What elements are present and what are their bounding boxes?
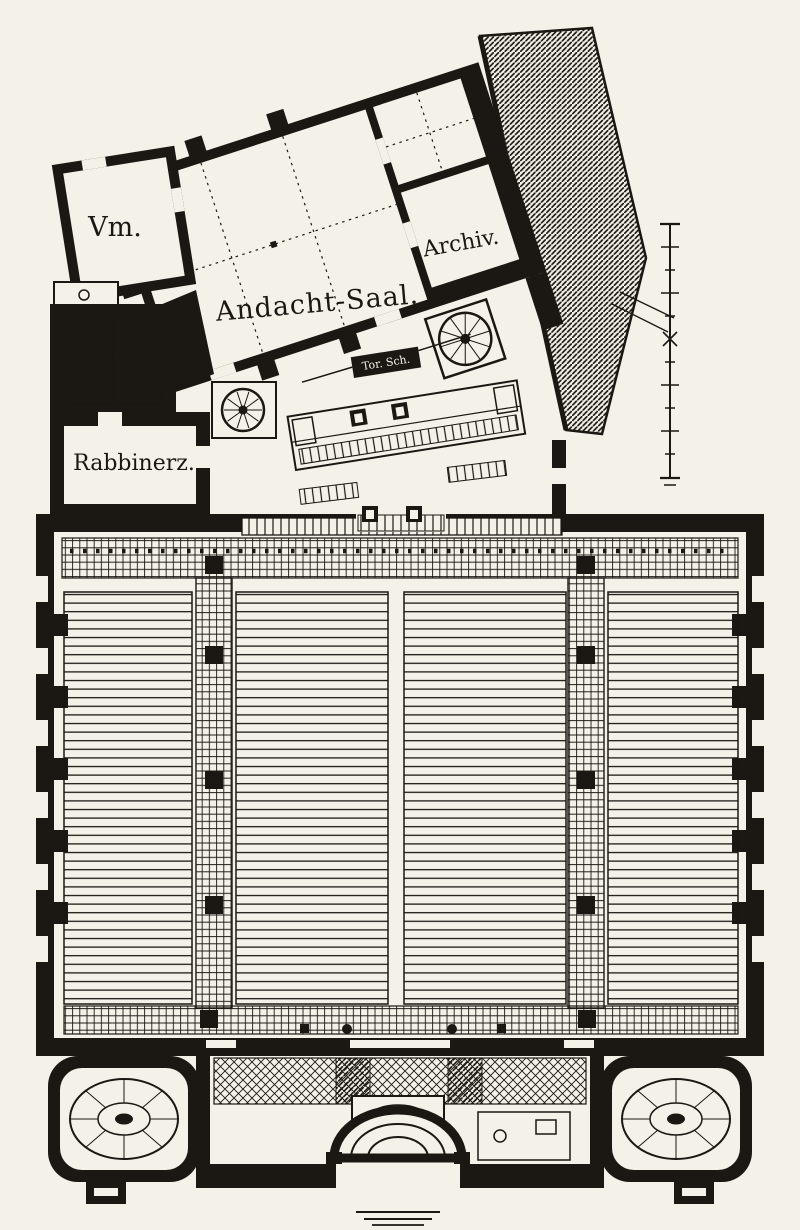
spiral-stair-right [423, 297, 507, 380]
steps-band-right [446, 459, 508, 483]
apse-entrance [326, 1095, 470, 1226]
service-room [477, 1111, 571, 1161]
torah-shrine: Tor. Sch. [301, 333, 471, 383]
steps-band-left [298, 481, 360, 505]
ark-platform [286, 379, 527, 472]
column-base [78, 289, 90, 301]
room-rabbinerzimmer [50, 412, 210, 518]
left-wing [50, 281, 214, 518]
stair-tower-left [48, 1056, 200, 1182]
pew-banks [63, 591, 739, 1005]
scale-bar [660, 222, 680, 486]
colonnade-left [195, 577, 233, 1009]
ceiling-center-mark [269, 240, 278, 249]
colonnade-right [567, 577, 605, 1009]
room-vm [51, 145, 197, 304]
north-platform [241, 506, 563, 536]
south-gallery-band [63, 1005, 739, 1035]
label-vm: Vm. [87, 212, 142, 243]
room-andacht-saal-block [105, 62, 564, 393]
label-rabbinerzimmer: Rabbinerz. [73, 451, 195, 476]
gallery-band [61, 537, 739, 579]
wall-mass [148, 290, 214, 392]
main-hall [36, 514, 764, 1056]
south-wing [48, 1048, 752, 1226]
spiral-stair-left [211, 381, 277, 439]
stair-tower-right [600, 1056, 752, 1182]
